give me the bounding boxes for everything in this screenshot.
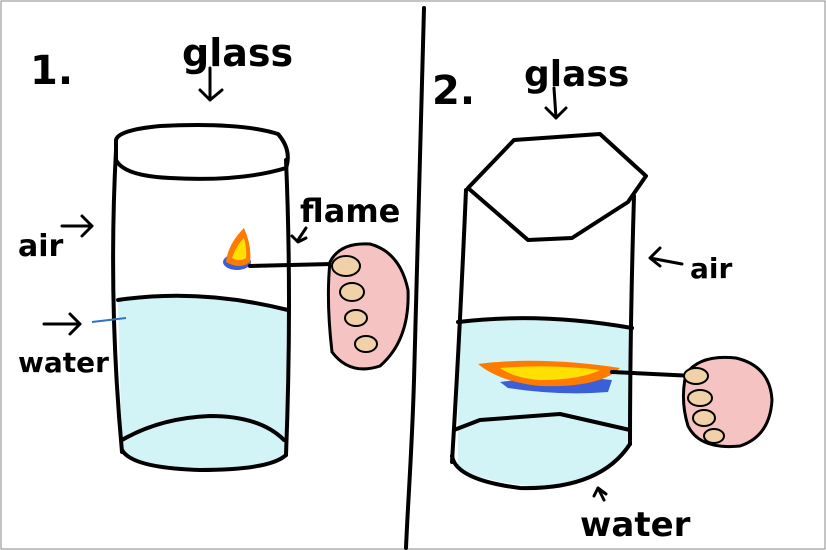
air-arrow-1 <box>62 216 92 236</box>
glass-label-2: glass <box>524 54 629 95</box>
air-label-2: air <box>690 252 732 285</box>
air-arrow-2 <box>650 248 682 266</box>
air-label-1: air <box>18 229 64 264</box>
hand-2 <box>683 357 772 446</box>
hand-1 <box>328 244 408 369</box>
panel-1-number: 1. <box>30 48 73 94</box>
panel-1: 1. glass air water flame <box>18 31 408 470</box>
water-arrow-1 <box>44 314 80 334</box>
panel-2-number: 2. <box>432 68 475 114</box>
flame-1 <box>223 228 251 270</box>
panel-divider <box>406 8 424 548</box>
flame-label: flame <box>300 192 400 230</box>
glass-2-right-side <box>630 196 634 444</box>
flame-arrow <box>292 228 306 242</box>
water-arrow-2 <box>594 488 606 500</box>
panel-2: 2. glass air water <box>432 54 772 545</box>
water-label-1: water <box>18 346 109 379</box>
glass-1-right-side <box>286 160 289 455</box>
match-stick-1 <box>250 264 332 266</box>
glass-1 <box>116 125 288 179</box>
glass-label-1: glass <box>182 31 293 75</box>
water-fill-1 <box>118 296 288 470</box>
glass-2 <box>468 134 646 240</box>
water-label-2: water <box>580 505 691 545</box>
water-fill-2 <box>458 318 632 488</box>
